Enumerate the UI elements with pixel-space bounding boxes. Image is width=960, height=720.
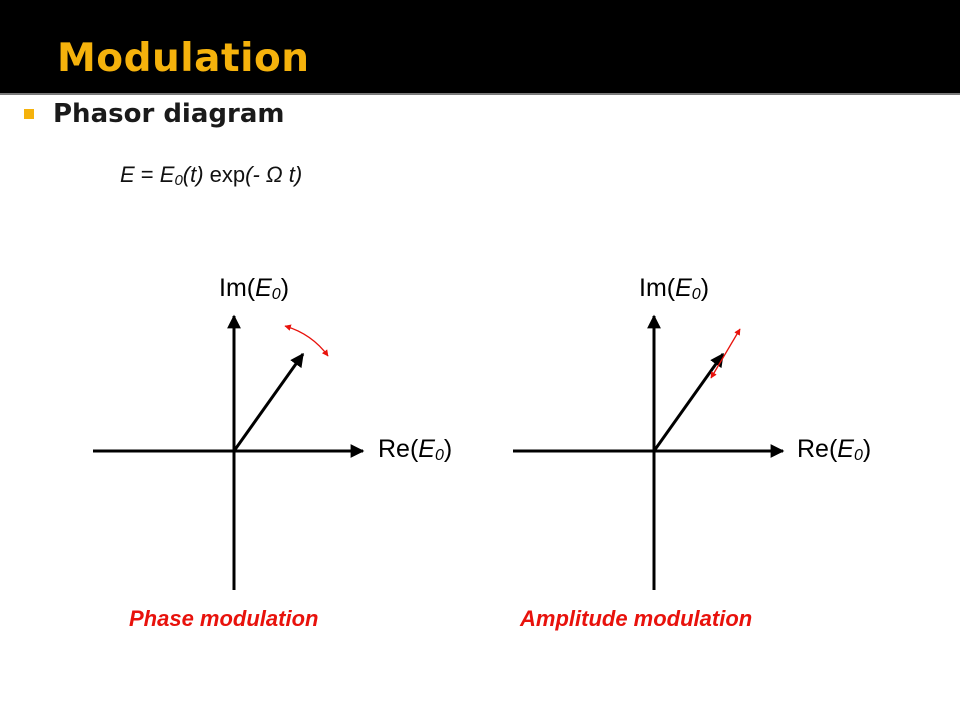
equation-e0-subscript: 0 [174, 172, 183, 189]
equation-exp: exp [203, 162, 246, 187]
amplitude-modulation-caption: Amplitude modulation [520, 606, 753, 631]
phase-phasor-arrow [232, 352, 305, 452]
phase-modulation-caption: Phase modulation [129, 606, 319, 631]
amplitude-phasor-arrow [652, 352, 725, 452]
phase-rotation-arrow [284, 324, 329, 357]
square-bullet-icon [24, 109, 34, 119]
phase-diagram [93, 314, 365, 590]
amplitude-diagram [513, 314, 785, 590]
equation-time-argument: (t) [182, 162, 204, 187]
equation-lhs: E [120, 162, 135, 187]
title-divider [0, 93, 960, 95]
equation-exponent-argument: (- Ω t) [245, 162, 303, 187]
amplitude-imaginary-axis-label: Im(E0) [639, 274, 710, 303]
bullet-text: Phasor diagram [53, 99, 285, 129]
slide-title: Modulation [57, 36, 310, 81]
equation: E = E0(t) exp(- Ω t) [120, 162, 302, 189]
equation-equals: = [134, 162, 160, 187]
title-bar [0, 0, 960, 93]
equation-e0: E [159, 162, 175, 187]
amplitude-real-axis-label: Re(E0) [797, 435, 872, 464]
amplitude-length-arrow [710, 328, 741, 379]
phase-real-axis-label: Re(E0) [378, 435, 453, 464]
phase-imaginary-axis-label: Im(E0) [219, 274, 290, 303]
bullet-item: Phasor diagram [24, 94, 284, 134]
